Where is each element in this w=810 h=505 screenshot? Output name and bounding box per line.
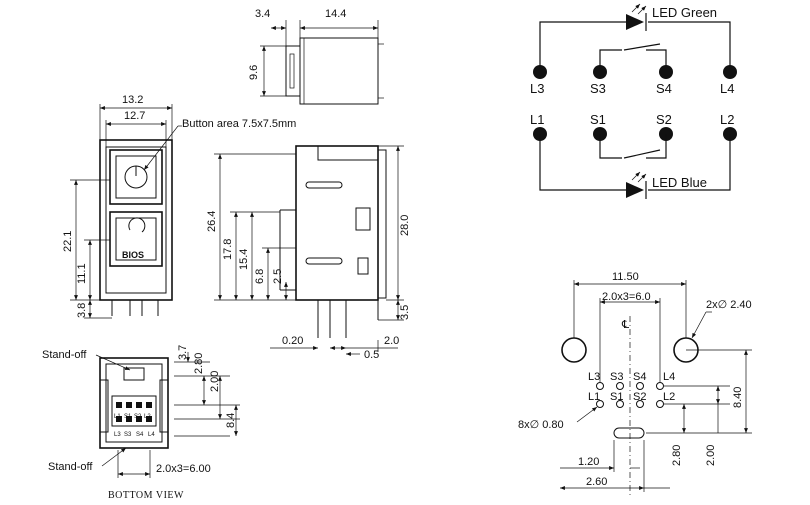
sch-term-L2: L2: [720, 112, 734, 127]
centerline-mark: ℄: [621, 319, 629, 331]
side-dim-6-8: 6.8: [254, 269, 266, 284]
sch-term-S1: S1: [590, 112, 606, 127]
fp-pin-L2: L2: [663, 391, 675, 403]
fp-dim-2-60: 2.60: [586, 476, 607, 488]
bv-pin-S3: S3: [124, 432, 132, 438]
side-dim-0-20: 0.20: [282, 335, 303, 347]
fp-dim-11-50: 11.50: [612, 271, 639, 283]
sch-term-L3: L3: [530, 81, 544, 96]
bv-dim-8-4: 8.4: [225, 413, 237, 428]
front-dim-3-8: 3.8: [76, 303, 88, 318]
side-dim-3-5: 3.5: [399, 305, 411, 320]
bv-pin-L2: L2: [144, 414, 151, 420]
fp-pin-L4: L4: [663, 371, 675, 383]
bottom-view: L1 S1 S2 L2 L3 S3 S4 L4 Stand-off Stand-…: [42, 345, 240, 501]
pcb-footprint: L3 S3 S4 L4 L1 S1 S2 L2 ℄ 11.50 2.0x3=6.…: [518, 271, 752, 496]
sch-term-L4: L4: [720, 81, 734, 96]
slot-hole: [613, 427, 645, 439]
fp-dim-large-hole: 2x∅ 2.40: [706, 299, 752, 311]
bv-dim-2-80: 2.80: [193, 353, 205, 374]
side-dim-0-5: 0.5: [364, 349, 379, 361]
standoff-top-label: Stand-off: [42, 349, 87, 361]
reset-icon: [128, 217, 146, 233]
sch-term-S2: S2: [656, 112, 672, 127]
bottom-view-title: BOTTOM VIEW: [108, 490, 184, 501]
side-dim-2-0: 2.0: [384, 335, 399, 347]
fp-dim-2-80: 2.80: [671, 445, 683, 466]
top-view: 3.4 14.4 9.6: [248, 8, 384, 105]
front-dim-22-1: 22.1: [62, 231, 74, 252]
mount-hole-left: [561, 337, 587, 363]
fp-pin-L1: L1: [588, 391, 600, 403]
led-blue-diode-icon: [626, 182, 644, 198]
front-view: BIOS 13.2 12.7 Button area 7.5x7.5mm 22.…: [62, 94, 296, 319]
fp-dim-1-20: 1.20: [578, 456, 599, 468]
top-dim-3-4: 3.4: [255, 8, 270, 20]
side-dim-15-4: 15.4: [238, 249, 250, 270]
fp-dim-pitch: 2.0x3=6.0: [602, 291, 651, 303]
side-dim-26-4: 26.4: [206, 211, 218, 232]
fp-dim-8-40: 8.40: [732, 387, 744, 408]
led-blue-label: LED Blue: [652, 175, 707, 190]
sch-term-L1: L1: [530, 112, 544, 127]
front-dim-12-7: 12.7: [124, 110, 145, 122]
switch-top-icon: [623, 43, 661, 51]
side-dim-2-5: 2.5: [272, 269, 284, 284]
side-view: 26.4 17.8 15.4 6.8 2.5 28.0 3.5 0.20 0.5…: [206, 145, 411, 361]
bv-pin-S2: S2: [134, 414, 142, 420]
standoff-bottom-label: Stand-off: [48, 461, 93, 473]
fp-pin-L3: L3: [588, 371, 600, 383]
fp-pin-S3: S3: [610, 371, 623, 383]
schematic: LED Green L3 S3 S4 L4 L1 S1 S2 L2 LED B: [530, 3, 737, 199]
bv-dim-2-00: 2.00: [209, 371, 221, 392]
bv-dim-3-7: 3.7: [177, 345, 189, 360]
fp-pin-S2: S2: [633, 391, 646, 403]
front-dim-13-2: 13.2: [122, 94, 143, 106]
front-dim-11-1: 11.1: [76, 263, 88, 284]
bv-pin-L4: L4: [148, 432, 155, 438]
sch-term-S4: S4: [656, 81, 672, 96]
bv-pin-L1: L1: [114, 414, 121, 420]
fp-pin-S1: S1: [610, 391, 623, 403]
side-dim-28-0: 28.0: [399, 215, 411, 236]
fp-pin-S4: S4: [633, 371, 646, 383]
fp-dim-small-hole: 8x∅ 0.80: [518, 419, 564, 431]
top-dim-14-4: 14.4: [325, 8, 346, 20]
top-dim-9-6: 9.6: [248, 65, 260, 80]
bv-pin-S1: S1: [124, 414, 132, 420]
bv-dim-pitch: 2.0x3=6.00: [156, 463, 211, 475]
bottom-pin-grid: [116, 402, 152, 422]
bios-label: BIOS: [122, 250, 144, 260]
led-green-diode-icon: [626, 14, 644, 30]
switch-bottom-icon: [623, 149, 661, 159]
bv-pin-L3: L3: [114, 432, 121, 438]
button-area-callout: Button area 7.5x7.5mm: [182, 118, 296, 130]
fp-dim-2-00: 2.00: [705, 445, 717, 466]
led-green-label: LED Green: [652, 5, 717, 20]
bv-pin-S4: S4: [136, 432, 144, 438]
side-dim-17-8: 17.8: [222, 239, 234, 260]
sch-term-S3: S3: [590, 81, 606, 96]
